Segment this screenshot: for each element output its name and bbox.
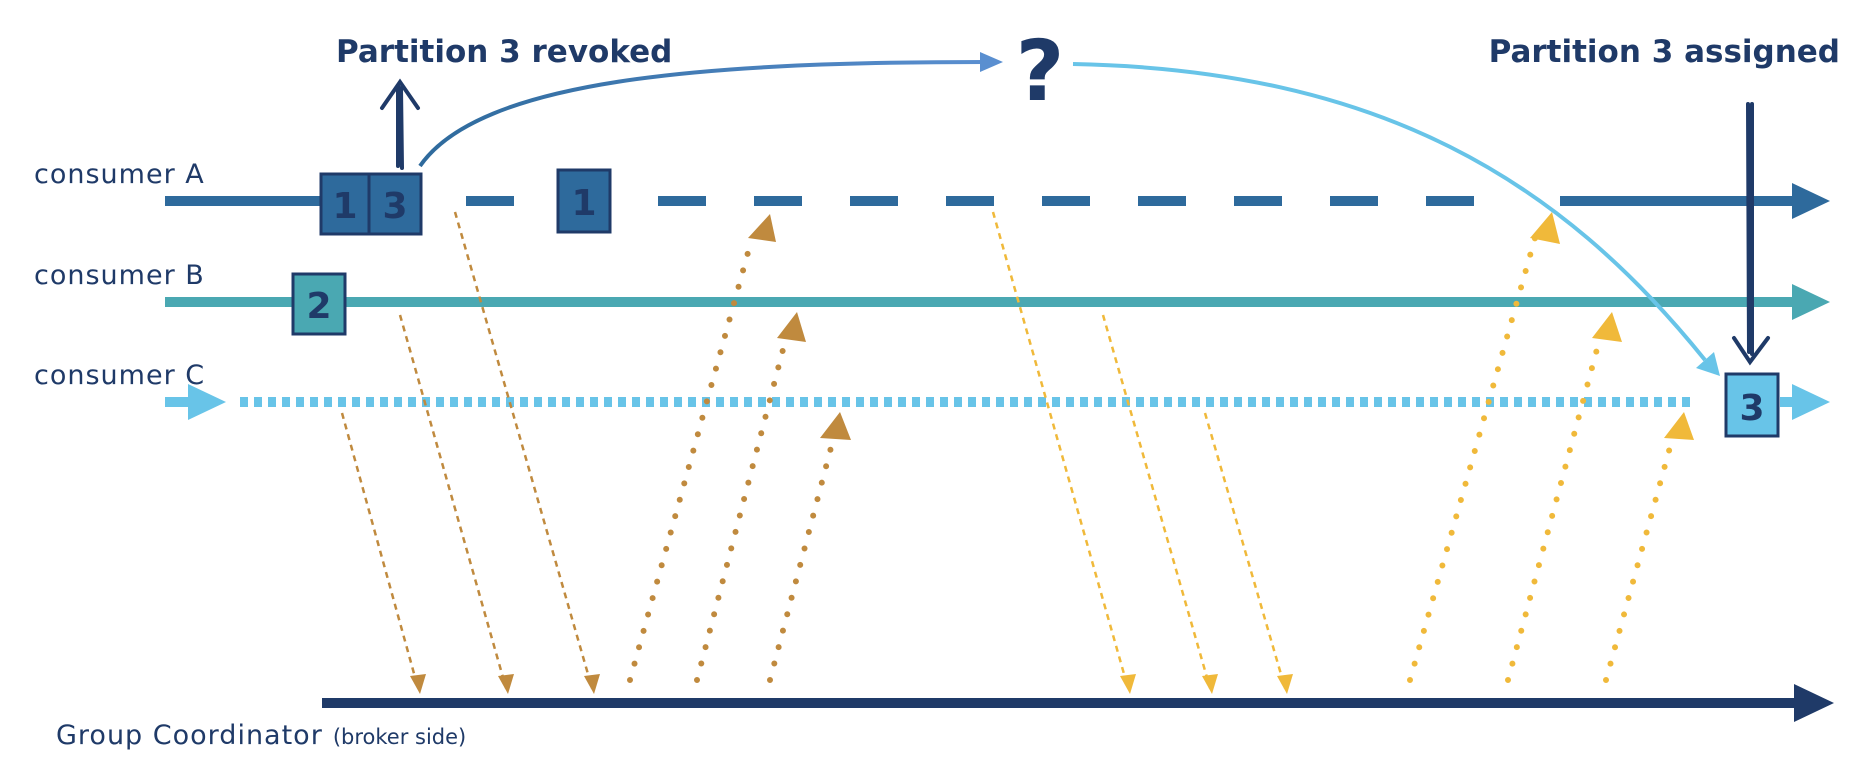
partition-box-a-1: 1 [319, 172, 371, 236]
partition-box-a-1-later-label: 1 [571, 183, 596, 224]
partition-box-a-3-label: 3 [382, 186, 407, 227]
request-head-b-2 [1202, 674, 1218, 694]
late-request-heads [1120, 674, 1293, 694]
assigned-arrow-head [1732, 336, 1770, 366]
handoff-curve-2 [1072, 62, 1720, 376]
assigned-annotation: Partition 3 assigned [1489, 34, 1840, 70]
request-arrow-c-2 [1203, 412, 1287, 689]
revoked-arrow [380, 78, 420, 170]
handoff-curve-2-head [1696, 352, 1720, 376]
coordinator-label-main: Group Coordinator [56, 720, 323, 751]
request-head-a-1 [584, 674, 600, 694]
request-head-c-1 [410, 674, 426, 694]
consumer-c-timeline [165, 384, 1830, 420]
response-head-c-2 [1664, 412, 1694, 440]
revoked-arrow-head [380, 78, 420, 110]
response-arrow-b-2 [1505, 335, 1603, 683]
partition-box-c-3-label: 3 [1739, 388, 1764, 429]
response-head-b-1 [777, 312, 806, 342]
request-head-b-1 [498, 674, 514, 694]
coordinator-end-arrowhead [1794, 684, 1834, 722]
late-response-heads [1530, 212, 1694, 440]
response-head-a-1 [748, 214, 776, 242]
early-response-heads [748, 214, 851, 440]
response-arrow-c-1 [767, 437, 836, 683]
revoked-annotation: Partition 3 revoked [336, 34, 672, 70]
consumer-c-start-arrowhead [188, 384, 226, 420]
partition-box-b-2: 2 [291, 272, 347, 336]
request-head-c-2 [1277, 674, 1293, 694]
handoff-curve-2-path [1072, 62, 1707, 362]
response-arrow-b-1 [694, 335, 789, 683]
request-arrow-b-1 [398, 314, 508, 689]
response-arrow-c-2 [1603, 437, 1675, 683]
response-head-c-1 [820, 412, 851, 440]
partition-box-c-3: 3 [1724, 372, 1780, 438]
request-head-a-2 [1120, 674, 1136, 694]
partition-box-b-2-label: 2 [306, 286, 331, 327]
partition-box-a-1-later: 1 [556, 168, 612, 234]
request-arrow-c-1 [340, 412, 420, 689]
response-head-b-2 [1592, 312, 1622, 342]
handoff-curve-1 [418, 52, 1003, 168]
consumer-a-label: consumer A [34, 159, 205, 190]
request-arrow-a-2 [991, 211, 1130, 689]
partition-box-a-1-label: 1 [332, 186, 357, 227]
consumer-a-end-arrowhead [1792, 183, 1830, 219]
partition-box-a-3: 3 [367, 172, 423, 236]
consumer-c-end-arrowhead [1792, 384, 1830, 420]
consumer-b-end-arrowhead [1792, 284, 1830, 320]
response-head-a-2 [1530, 212, 1560, 244]
early-request-heads [410, 674, 600, 694]
late-requests [991, 211, 1287, 689]
coordinator-label: Group Coordinator (broker side) [56, 720, 466, 751]
request-arrow-a-1 [453, 211, 594, 689]
consumer-c-label: consumer C [34, 360, 205, 391]
early-responses [627, 235, 836, 683]
consumer-b-timeline [165, 284, 1830, 320]
assigned-arrow-shaft [1746, 102, 1751, 354]
question-mark: ? [1016, 22, 1065, 120]
coordinator-timeline [322, 684, 1834, 722]
early-requests [340, 211, 594, 689]
revoked-arrow-shaft-2 [399, 86, 404, 170]
coordinator-label-note: (broker side) [333, 725, 466, 749]
handoff-curve-1-head [980, 52, 1003, 72]
request-arrow-b-2 [1101, 314, 1212, 689]
handoff-curve-1-path [418, 60, 986, 168]
assigned-arrow [1732, 102, 1770, 366]
consumer-b-label: consumer B [34, 260, 205, 291]
